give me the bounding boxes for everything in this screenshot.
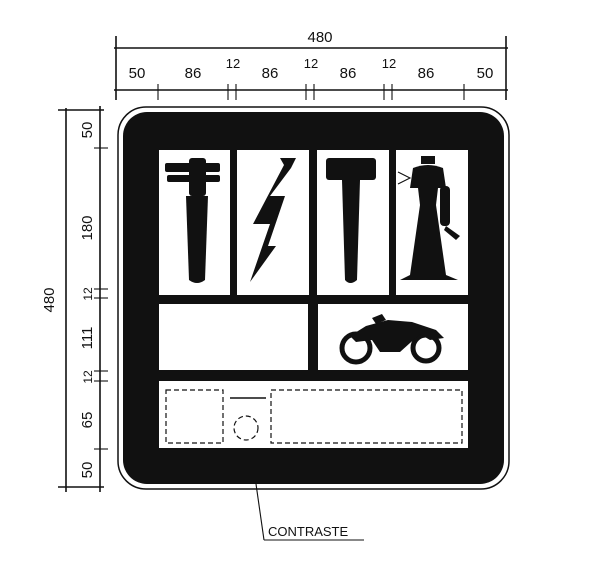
dim-h-6: 12 bbox=[382, 56, 396, 71]
dim-h-2: 12 bbox=[226, 56, 240, 71]
contrast-circle bbox=[233, 415, 259, 441]
dim-h-1: 86 bbox=[185, 65, 202, 82]
dim-h-0: 50 bbox=[129, 65, 146, 82]
dim-h-8: 50 bbox=[477, 65, 494, 82]
dashed-box-left bbox=[165, 389, 224, 444]
overall-height-label: 480 bbox=[41, 287, 58, 312]
dim-h-3: 86 bbox=[262, 65, 279, 82]
dim-h-4: 12 bbox=[304, 56, 318, 71]
top-dimension-group: 480 50 86 12 86 12 86 12 86 50 bbox=[114, 29, 508, 100]
dim-v-1: 180 bbox=[79, 215, 96, 240]
dim-v-2: 12 bbox=[81, 287, 95, 301]
dim-h-5: 86 bbox=[340, 65, 357, 82]
cell-blank bbox=[159, 304, 308, 370]
spinning-wheel-icon bbox=[397, 156, 460, 280]
hammer-icon bbox=[326, 158, 376, 283]
hammer-icon bbox=[165, 158, 220, 283]
cell-bottom-panel bbox=[159, 381, 468, 448]
overall-width-label: 480 bbox=[307, 29, 332, 46]
contrast-callout: CONTRASTE bbox=[255, 483, 364, 541]
dim-v-6: 50 bbox=[79, 462, 96, 479]
left-dimension-group: 480 50 180 12 111 12 65 50 bbox=[41, 106, 108, 492]
dim-h-7: 86 bbox=[418, 65, 435, 82]
lightning-bolt-icon bbox=[250, 158, 296, 282]
dim-v-3: 111 bbox=[79, 327, 96, 350]
contrast-label: CONTRASTE bbox=[268, 524, 349, 539]
dim-v-0: 50 bbox=[79, 122, 96, 139]
dim-v-4: 12 bbox=[81, 370, 95, 384]
dashed-box-right bbox=[270, 389, 463, 444]
sign-panel bbox=[117, 106, 510, 490]
dim-v-5: 65 bbox=[79, 412, 96, 429]
motorcycle-icon bbox=[339, 314, 444, 365]
